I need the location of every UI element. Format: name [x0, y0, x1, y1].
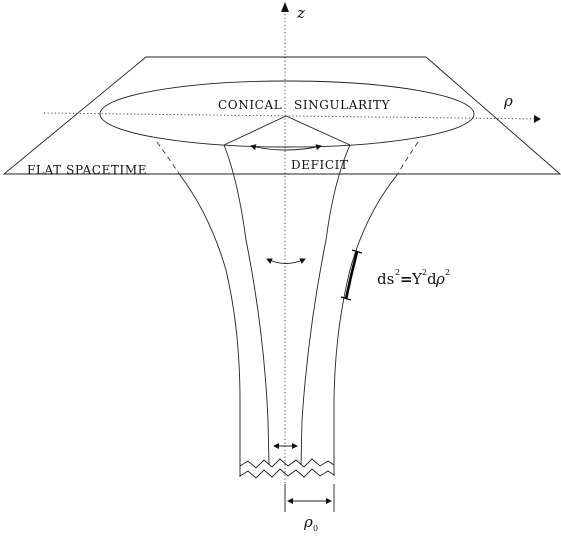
deficit-label: DEFICIT	[291, 158, 349, 172]
line-element-tick-bottom	[340, 296, 352, 301]
funnel-left-outer	[179, 174, 241, 465]
funnel-right-inner	[300, 144, 351, 466]
metric-eq: =	[400, 270, 413, 288]
metric-Y: Y	[411, 270, 423, 288]
rho0-label: ρ 0	[303, 513, 318, 533]
funnel-right-outer	[333, 174, 398, 465]
funnel-left-outer-dashed	[156, 141, 181, 176]
deficit-wedge	[223, 115, 351, 146]
funnel-left-inner	[223, 144, 270, 466]
metric-exp3: 2	[445, 268, 450, 277]
flat-spacetime-plane	[2, 56, 561, 175]
z-axis-label: z	[296, 4, 305, 22]
rho-axis-line	[43, 112, 541, 123]
rho-axis-label: ρ	[503, 92, 513, 110]
conical-label: CONICAL	[218, 98, 282, 112]
funnel-bottom-jagged-top	[239, 458, 335, 469]
metric-rho: ρ	[435, 270, 445, 288]
singularity-label: SINGULARITY	[294, 98, 391, 112]
rho0-symbol: ρ	[303, 513, 313, 531]
funnel-rotation-arrow	[266, 258, 306, 264]
flat-spacetime-label: FLAT SPACETIME	[27, 163, 147, 177]
deficit-arrow	[250, 144, 322, 151]
rho0-subscript: 0	[313, 524, 318, 533]
metric-ds: ds	[377, 270, 394, 288]
funnel-bottom-jagged-bottom	[239, 468, 335, 479]
funnel-right-outer-dashed	[396, 141, 419, 176]
metric-formula: ds 2 = Y 2 d ρ 2	[377, 268, 450, 288]
metric-exp1: 2	[395, 268, 400, 277]
line-element-tick-top	[351, 249, 363, 254]
z-axis-arrowhead	[281, 2, 289, 12]
metric-d: d	[427, 270, 437, 288]
line-element-segment	[344, 251, 359, 300]
metric-exp2: 2	[422, 268, 427, 277]
